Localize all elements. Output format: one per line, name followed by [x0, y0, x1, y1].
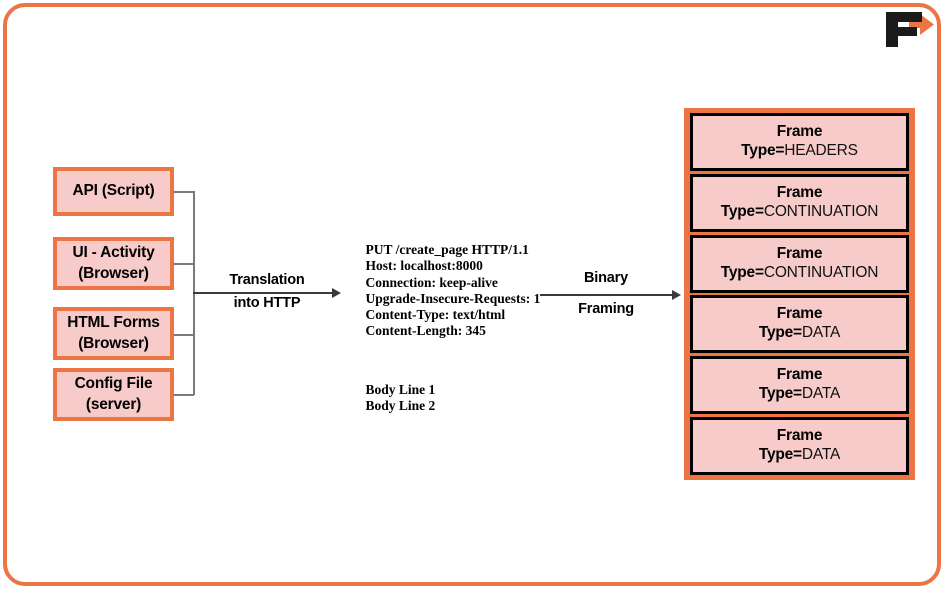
frame-box-data-1[interactable]: Frame Type=DATA: [690, 295, 909, 354]
frame-box-data-3-type: Type=DATA: [758, 445, 841, 465]
frame-type-value: DATA: [801, 445, 841, 463]
arrow-translation-head: [332, 288, 341, 298]
source-box-config-file-line-0: Config File: [74, 375, 153, 393]
source-box-api[interactable]: API (Script): [53, 167, 174, 216]
source-box-api-line-0: API (Script): [72, 182, 155, 200]
frame-type-key: Type=: [758, 445, 802, 463]
arrow-translation-line: [193, 292, 333, 294]
frame-type-value: HEADERS: [784, 142, 858, 159]
frame-box-data-3[interactable]: Frame Type=DATA: [690, 416, 909, 475]
frame-type-key: Type=: [720, 263, 764, 281]
http-body-0: Body Line 1: [365, 381, 436, 397]
arrow-framing-label-line2: Framing: [578, 301, 634, 317]
connector-html-forms: [174, 334, 194, 336]
frame-box-data-2[interactable]: Frame Type=DATA: [690, 356, 909, 415]
source-box-html-forms-line-1: (Browser): [78, 334, 149, 352]
arrow-framing-label-line1: Binary: [584, 270, 628, 286]
frame-box-continuation-1-type: Type=CONTINUATION: [721, 203, 879, 222]
connector-ui-activity: [174, 263, 194, 265]
frame-type-key: Type=: [758, 385, 802, 403]
arrow-translation-label-line2: into HTTP: [233, 295, 301, 311]
arrow-framing-line: [540, 294, 674, 296]
http-request-text: PUT /create_page HTTP/1.1 Host: localhos…: [352, 226, 541, 430]
source-box-config-file-line-1: (server): [85, 395, 142, 413]
frame-stack-panel: Frame Type=HEADERS Frame Type=CONTINUATI…: [684, 108, 915, 480]
http-body-1: Body Line 2: [365, 398, 436, 414]
source-box-config-file[interactable]: Config File (server): [53, 368, 174, 421]
source-box-html-forms[interactable]: HTML Forms (Browser): [53, 307, 174, 360]
frame-box-headers[interactable]: Frame Type=HEADERS: [690, 113, 909, 171]
frame-type-key: Type=: [720, 202, 764, 220]
frame-box-data-3-title: Frame: [776, 427, 823, 445]
http-request-line: PUT /create_page HTTP/1.1: [365, 242, 529, 258]
frame-box-data-2-title: Frame: [776, 366, 823, 384]
http-blank-line: [352, 356, 540, 366]
source-box-ui-activity-line-1: (Browser): [78, 264, 149, 282]
connector-api: [174, 191, 194, 193]
frame-box-data-2-type: Type=DATA: [758, 385, 841, 404]
http-header-0: Host: localhost:8000: [365, 258, 483, 274]
frame-box-data-1-title: Frame: [776, 305, 823, 323]
frame-type-value: CONTINUATION: [763, 202, 879, 220]
frame-box-continuation-2-type: Type=CONTINUATION: [721, 264, 879, 283]
source-box-ui-activity-line-0: UI - Activity: [72, 244, 155, 262]
frame-type-value: DATA: [801, 385, 841, 403]
frame-box-continuation-2[interactable]: Frame Type=CONTINUATION: [690, 234, 909, 293]
frame-type-key: Type=: [741, 142, 785, 159]
http-header-2: Upgrade-Insecure-Requests: 1: [365, 290, 541, 306]
http-header-4: Content-Length: 345: [365, 323, 486, 339]
http-header-1: Connection: keep-alive: [365, 274, 498, 290]
connector-config-file: [174, 394, 194, 396]
source-box-ui-activity[interactable]: UI - Activity (Browser): [53, 237, 174, 290]
frame-box-data-1-type: Type=DATA: [758, 324, 841, 343]
frame-box-continuation-1[interactable]: Frame Type=CONTINUATION: [690, 173, 909, 232]
frame-type-key: Type=: [758, 324, 802, 342]
frame-box-headers-type: Type=HEADERS: [741, 142, 858, 161]
frame-box-continuation-1-title: Frame: [776, 183, 823, 201]
f-arrow-logo: [876, 6, 938, 50]
frame-box-continuation-2-title: Frame: [776, 244, 823, 262]
arrow-translation-label-line1: Translation: [229, 272, 305, 288]
frame-type-value: CONTINUATION: [763, 263, 879, 281]
frame-box-headers-title: Frame: [776, 123, 823, 141]
page-border: [3, 3, 941, 586]
frame-type-value: DATA: [801, 324, 841, 342]
http-header-3: Content-Type: text/html: [365, 307, 506, 323]
source-box-html-forms-line-0: HTML Forms: [67, 314, 160, 332]
arrow-framing-head: [672, 290, 681, 300]
